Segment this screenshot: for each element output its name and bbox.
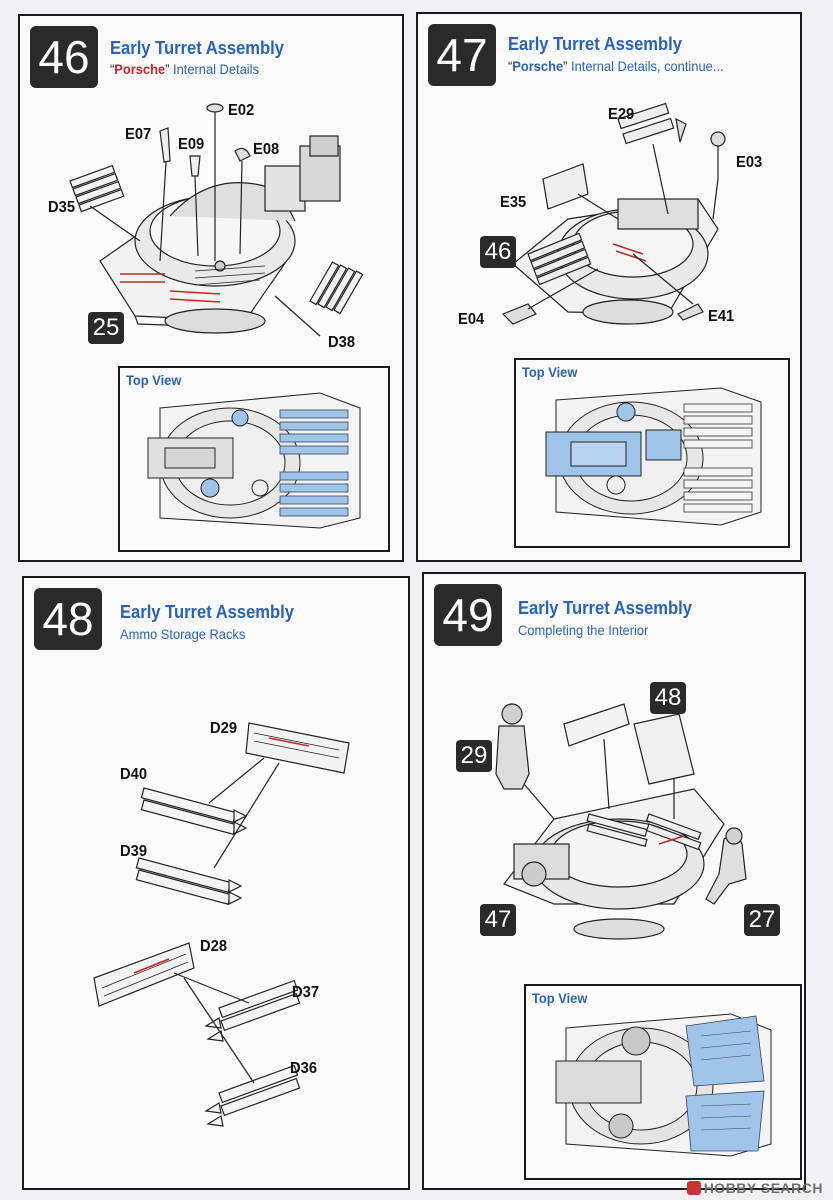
step-49-panel: 49 Early Turret Assembly Completing the … <box>422 572 806 1190</box>
top-view-label: Top View <box>126 372 182 388</box>
part-label: E02 <box>228 102 255 119</box>
step-number: 48 <box>34 588 102 650</box>
top-view-inset: Top View <box>118 366 390 552</box>
part-label: E03 <box>736 154 763 171</box>
top-view-drawing <box>545 387 762 526</box>
part-label: D40 <box>120 766 148 783</box>
interior-completion-drawing <box>495 703 747 940</box>
reference-step-badge: 29 <box>456 740 492 772</box>
step-subtitle: “Porsche” Internal Details, continue... <box>508 58 724 74</box>
part-label: E08 <box>253 141 280 158</box>
part-label: D35 <box>48 199 76 216</box>
reference-step-badge: 25 <box>88 312 124 344</box>
step-number: 47 <box>428 24 496 86</box>
part-label: D39 <box>120 843 148 860</box>
step-number: 49 <box>434 584 502 646</box>
turret-assembly-drawing <box>501 102 726 325</box>
step-title: Early Turret Assembly <box>110 38 284 58</box>
step-subtitle: Ammo Storage Racks <box>120 626 246 642</box>
part-label: E35 <box>500 194 527 211</box>
step-subtitle: “Porsche” Internal Details <box>110 61 259 77</box>
step-title: Early Turret Assembly <box>518 598 692 618</box>
top-view-drawing <box>147 392 361 529</box>
part-label: E29 <box>608 106 635 123</box>
hobby-search-logo-icon <box>686 1181 701 1195</box>
reference-step-badge: 27 <box>744 904 780 936</box>
reference-step-badge: 47 <box>480 904 516 936</box>
step-48-panel: 48 Early Turret Assembly Ammo Storage Ra… <box>22 576 410 1190</box>
ammo-rack-drawing <box>93 722 350 1127</box>
part-label: D37 <box>292 984 320 1001</box>
reference-step-badge: 48 <box>650 682 686 714</box>
part-label: E41 <box>708 308 735 325</box>
part-label: D36 <box>290 1060 318 1077</box>
part-label: D38 <box>328 334 356 351</box>
step-subtitle: Completing the Interior <box>518 622 649 638</box>
step-47-panel: 47 Early Turret Assembly “Porsche” Inter… <box>416 12 802 562</box>
part-label: E07 <box>125 126 152 143</box>
step-title: Early Turret Assembly <box>508 34 682 54</box>
subtitle-highlight: Porsche <box>114 61 166 77</box>
part-label: E04 <box>458 311 485 328</box>
step-number: 46 <box>30 26 98 88</box>
step-46-panel: 46 Early Turret Assembly “Porsche” Inter… <box>18 14 404 562</box>
top-view-inset: Top View <box>524 984 802 1180</box>
reference-step-badge: 46 <box>480 236 516 268</box>
top-view-label: Top View <box>532 990 588 1006</box>
part-label: E09 <box>178 136 205 153</box>
top-view-inset: Top View <box>514 358 790 548</box>
part-label: D29 <box>210 720 238 737</box>
top-view-label: Top View <box>522 364 578 380</box>
part-label: D28 <box>200 938 228 955</box>
subtitle-highlight: Porsche <box>512 58 564 74</box>
step-title: Early Turret Assembly <box>120 602 294 622</box>
turret-assembly-drawing <box>69 103 364 337</box>
top-view-drawing <box>555 1013 772 1157</box>
watermark: HOBBY SEARCH <box>686 1180 823 1196</box>
